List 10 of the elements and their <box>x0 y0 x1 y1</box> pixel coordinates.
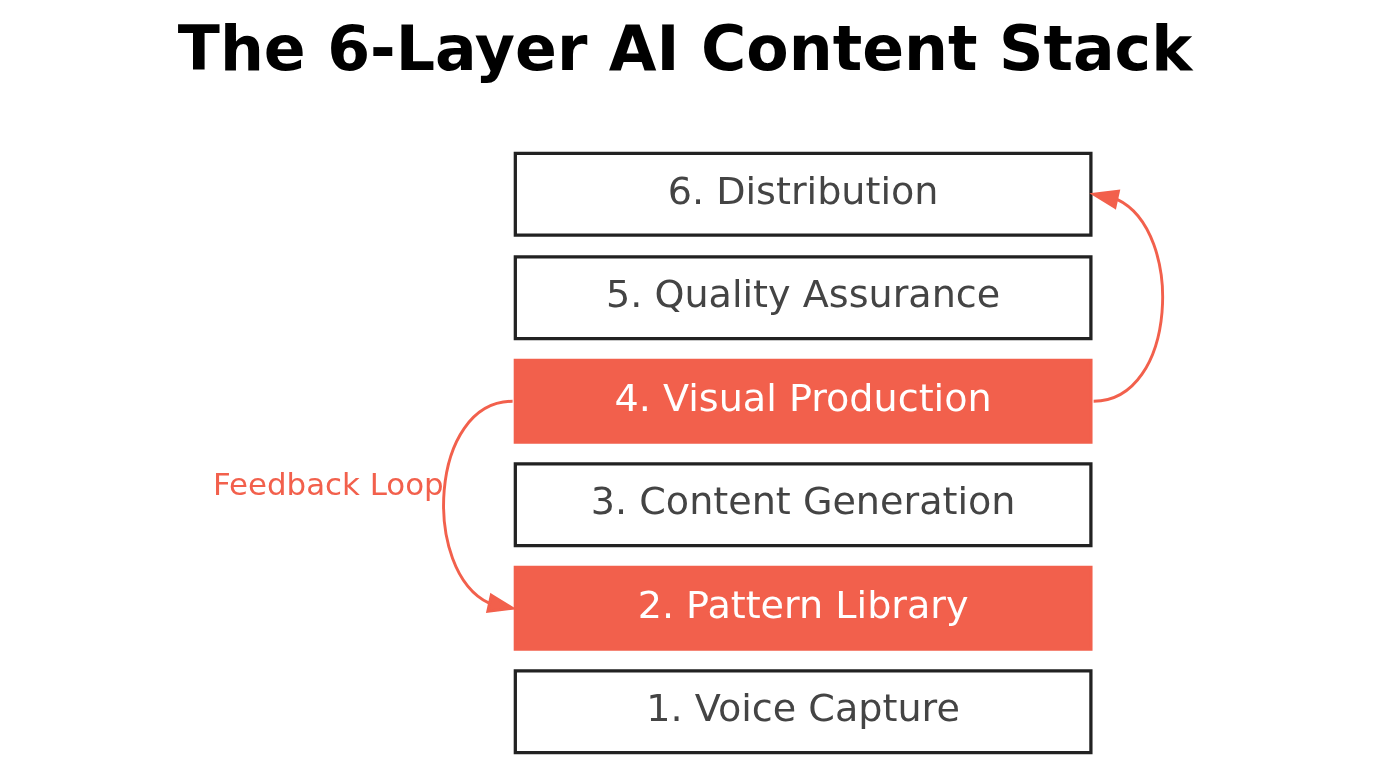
node-box: 5. Quality Assurance <box>513 255 1093 341</box>
arrow <box>1089 189 1164 403</box>
node-box: 1. Voice Capture <box>513 669 1093 755</box>
node-box: 2. Pattern Library <box>513 565 1093 651</box>
diagram-title: The 6-Layer AI Content Stack <box>177 13 1193 86</box>
node-box: 3. Content Generation <box>513 462 1093 548</box>
node-box: 6. Distribution <box>513 151 1093 237</box>
node-box: 4. Visual Production <box>513 358 1093 444</box>
edge-label: Feedback Loop <box>212 465 444 502</box>
arrow <box>442 399 517 613</box>
